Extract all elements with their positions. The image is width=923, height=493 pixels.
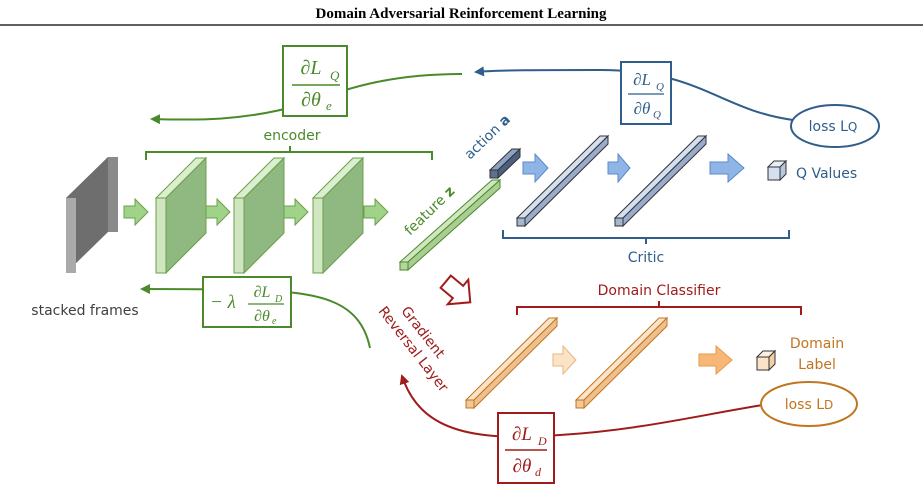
domain-grad-den-sub: d [535, 465, 542, 479]
reversed-grad-num: ∂L [254, 284, 271, 301]
critic-grad-num: ∂L [633, 70, 651, 89]
reversed-grad-prefix: − λ [210, 292, 236, 313]
encoder-grad-num-sub: Q [330, 68, 340, 83]
domain-layer-1 [464, 316, 559, 410]
loss-q-label: loss LQ [809, 119, 858, 135]
encoder-brace [145, 146, 433, 160]
reversed-grad-den: ∂θ [254, 308, 270, 325]
critic-layer-2 [613, 134, 708, 228]
stacked-frames-label: stacked frames [31, 303, 138, 319]
encoder-layer-3-side [322, 156, 364, 275]
stacked-frames-block [66, 157, 118, 273]
reversed-gradient-box: − λ ∂L D ∂θ e [202, 276, 292, 328]
domain-grad-num: ∂L [512, 424, 532, 445]
critic-grad-den: ∂θ [634, 99, 651, 118]
q-values-label: Q Values [796, 166, 857, 182]
domain-label-cube [755, 349, 777, 372]
encoder-layer-2-front [233, 197, 245, 274]
critic-arrows [522, 152, 745, 184]
page-title: Domain Adversarial Reinforcement Learnin… [316, 6, 607, 22]
critic-label: Critic [628, 250, 665, 266]
encoder-layer-2-side [243, 156, 285, 275]
domain-classifier-label: Domain Classifier [598, 283, 721, 299]
domain-grad-den: ∂θ [513, 456, 532, 477]
loss-d-label: loss LD [785, 397, 834, 413]
critic-brace [502, 230, 790, 244]
critic-gradient-arrow [474, 66, 794, 121]
encoder-forward-arrow-2 [205, 197, 231, 227]
domain-gradient-arrow [399, 374, 764, 438]
domain-gradient-box: ∂L D ∂θ d [497, 412, 555, 484]
encoder-layers [123, 156, 389, 275]
reversed-grad-den-sub: e [272, 316, 277, 327]
domain-layer-2 [574, 316, 669, 410]
encoder-forward-arrow-3 [283, 197, 309, 227]
critic-gradient-box: ∂L Q ∂θ Q [620, 61, 672, 125]
encoder-label: encoder [263, 128, 320, 144]
q-values-cube [766, 159, 788, 182]
reversed-grad-num-sub: D [274, 294, 283, 305]
encoder-grad-den-sub: e [326, 98, 332, 113]
domain-classifier-brace [516, 301, 802, 315]
encoder-forward-arrow-1 [123, 197, 149, 227]
encoder-grad-num: ∂L [300, 57, 321, 79]
feature-vector [398, 178, 502, 272]
encoder-layer-1-side [165, 156, 207, 275]
critic-layer-1 [515, 134, 610, 228]
action-vector [488, 147, 522, 180]
encoder-layer-3-front [312, 197, 324, 274]
gradient-reversal-arrow [439, 274, 472, 306]
domain-arrows [552, 344, 733, 376]
loss-q-node: loss LQ [790, 104, 880, 148]
domain-label-line-2: Label [798, 357, 836, 373]
domain-label-line-1: Domain [790, 336, 844, 352]
loss-d-node: loss LD [760, 381, 858, 427]
encoder-layer-1-front [155, 197, 167, 274]
critic-grad-num-sub: Q [656, 81, 664, 93]
critic-grad-den-sub: Q [653, 109, 661, 121]
domain-grad-num-sub: D [537, 434, 547, 448]
encoder-gradient-box: ∂L Q ∂θ e [282, 45, 348, 117]
encoder-grad-den: ∂θ [301, 89, 321, 111]
encoder-forward-arrow-4 [363, 197, 389, 227]
